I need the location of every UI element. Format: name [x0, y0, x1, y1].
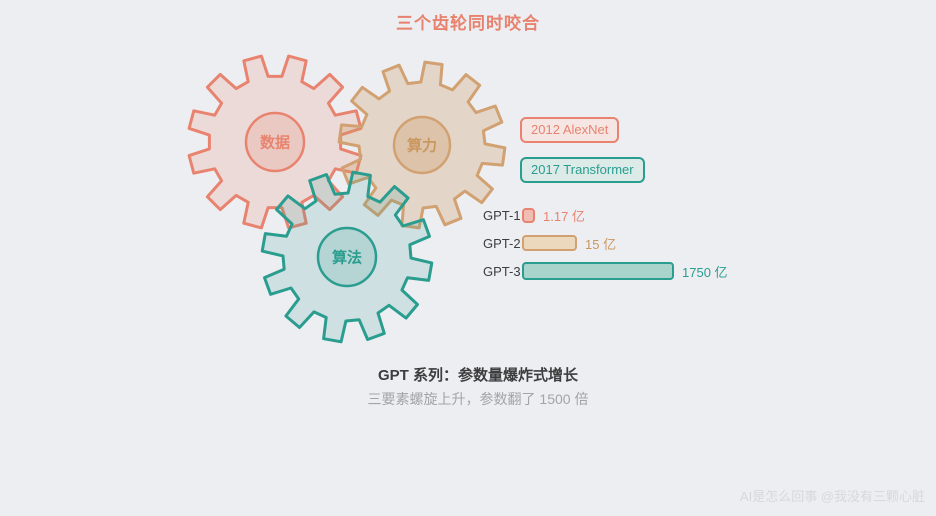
milestone-badges: 2012 AlexNet 2017 Transformer [520, 117, 645, 197]
gear-algorithm-label: 算法 [332, 249, 362, 267]
bar-category-label: GPT-1 [483, 207, 521, 223]
bar-value-label: 1750 亿 [682, 264, 728, 280]
gear-algorithm-hub [316, 226, 378, 288]
bar-category-label: GPT-3 [483, 263, 521, 279]
gear-data [187, 54, 363, 230]
bar-row-gpt-2: GPT-2 15 亿 [483, 229, 728, 257]
bar-value-label: 1.17 亿 [543, 208, 585, 224]
bar-gpt-2 [522, 235, 577, 251]
chart-subtitle: 三要素螺旋上升，参数翻了 1500 倍 [367, 391, 589, 407]
gear-compute-hub [392, 115, 452, 175]
milestone-badge-2: 2017 Transformer [520, 157, 645, 183]
watermark: AI是怎么回事 @我没有三颗心脏 [739, 489, 925, 504]
chart-title: GPT 系列：参数量爆炸式增长 [377, 367, 578, 384]
gear-compute [337, 60, 507, 230]
bar-gpt-1 [522, 207, 535, 223]
gear-data-label: 数据 [260, 134, 290, 152]
gear-data-hub [244, 111, 306, 173]
bar-row-gpt-1: GPT-1 1.17 亿 [483, 201, 728, 229]
gpt-parameter-bar-chart: GPT-1 1.17 亿 GPT-2 15 亿 GPT-3 1750 亿 [483, 201, 728, 285]
page-title: 三个齿轮同时咬合 [396, 14, 540, 33]
bar-gpt-3 [522, 262, 674, 280]
bar-category-label: GPT-2 [483, 235, 521, 251]
gear-algorithm [260, 170, 434, 344]
bar-row-gpt-3: GPT-3 1750 亿 [483, 257, 728, 285]
gear-compute-label: 算力 [407, 137, 437, 155]
bar-value-label: 15 亿 [585, 236, 617, 252]
milestone-badge-1: 2012 AlexNet [520, 117, 620, 143]
